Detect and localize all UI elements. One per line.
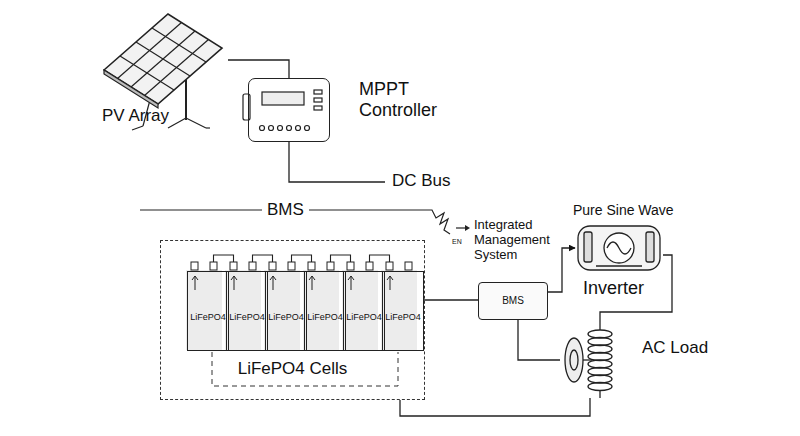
cell-link: [253, 255, 273, 262]
cell-body: [303, 270, 339, 350]
cell-terminal: [191, 262, 198, 270]
node-text: PV Array: [102, 106, 169, 126]
node-text: LiFePO4: [385, 312, 421, 322]
dc-bus-wire: [289, 142, 385, 182]
ac-load: AC Load: [560, 322, 622, 398]
coil-turn: [588, 383, 612, 391]
connector: [400, 398, 590, 416]
pointer-arrowhead: [465, 225, 470, 231]
cell-terminal: [230, 262, 237, 270]
node-text: LiFePO4: [229, 312, 265, 322]
coil-turn: [588, 345, 612, 353]
cell-polarity-mark: [348, 276, 354, 290]
cell-terminal: [386, 262, 393, 270]
coil-turn: [588, 338, 612, 346]
coil-turn: [588, 375, 612, 383]
connector: [424, 299, 478, 300]
cell-terminal: [405, 262, 412, 270]
cell-polarity-mark: [309, 276, 315, 290]
connector: [518, 320, 560, 360]
cell-polarity-mark: [192, 276, 198, 290]
lifepo4-cell: LiFePO4: [382, 271, 424, 351]
cell-terminal: [288, 262, 295, 270]
inverter-icon: [578, 226, 660, 270]
lifepo4-cell: LiFePO4: [226, 271, 268, 351]
system-label: Integrated Management System: [474, 218, 564, 263]
lifepo4-cell: LiFePO4: [265, 271, 307, 351]
bms-module: BMS: [478, 282, 548, 320]
cell-terminal: [347, 262, 354, 270]
bus-label: DC Bus: [392, 171, 451, 191]
cell-link: [331, 255, 351, 262]
signal-label: BMS: [262, 200, 309, 220]
cell-polarity-mark: [231, 276, 237, 290]
node-text: LiFePO4: [268, 312, 304, 322]
coil-turn: [588, 368, 612, 376]
connector: [228, 60, 289, 78]
node-text: LiFePO4: [307, 312, 343, 322]
cell-polarity-mark: [270, 276, 276, 290]
node-text: Inverter: [583, 278, 644, 299]
cell-body: [381, 270, 417, 350]
cell-link: [370, 255, 390, 262]
connector: [548, 248, 575, 292]
cell-polarity-mark: [387, 276, 393, 290]
cell-link: [214, 255, 234, 262]
node-text: Pure Sine Wave: [573, 202, 674, 218]
node-text: AC Load: [642, 338, 708, 358]
node-text: BMS: [502, 295, 524, 307]
node-text: MPPT Controller: [359, 79, 471, 120]
cell-link: [292, 255, 312, 262]
cell-body: [225, 270, 261, 350]
pin-label: EN: [452, 238, 462, 246]
mppt-controller: MPPT Controller: [248, 78, 330, 142]
cell-body: [186, 270, 222, 350]
cell-body: [264, 270, 300, 350]
inverter: Pure Sine WaveInverter: [575, 222, 663, 274]
cell-terminal: [327, 262, 334, 270]
cell-terminal: [308, 262, 315, 270]
cell-terminal: [269, 262, 276, 270]
battery-pack: LiFePO4 CellsLiFePO4LiFePO4LiFePO4LiFePO…: [160, 240, 425, 400]
cell-terminal: [366, 262, 373, 270]
lifepo4-cell: LiFePO4: [304, 271, 346, 351]
coil-windings: [588, 330, 612, 391]
cell-terminal: [210, 262, 217, 270]
lifepo4-cell: LiFePO4: [343, 271, 385, 351]
lifepo4-cell: LiFePO4: [187, 271, 229, 351]
node-text: LiFePO4: [346, 312, 382, 322]
cell-body: [342, 270, 378, 350]
pack-inner-dashed: [212, 352, 398, 386]
mppt-details: [243, 90, 322, 131]
coil-turn: [588, 330, 612, 338]
coil-turn: [588, 360, 612, 368]
coil-turn: [588, 353, 612, 361]
cell-terminal: [249, 262, 256, 270]
pv-array: PV Array: [88, 8, 228, 132]
node-text: LiFePO4: [190, 312, 226, 322]
node-text: LiFePO4 Cells: [238, 359, 348, 379]
